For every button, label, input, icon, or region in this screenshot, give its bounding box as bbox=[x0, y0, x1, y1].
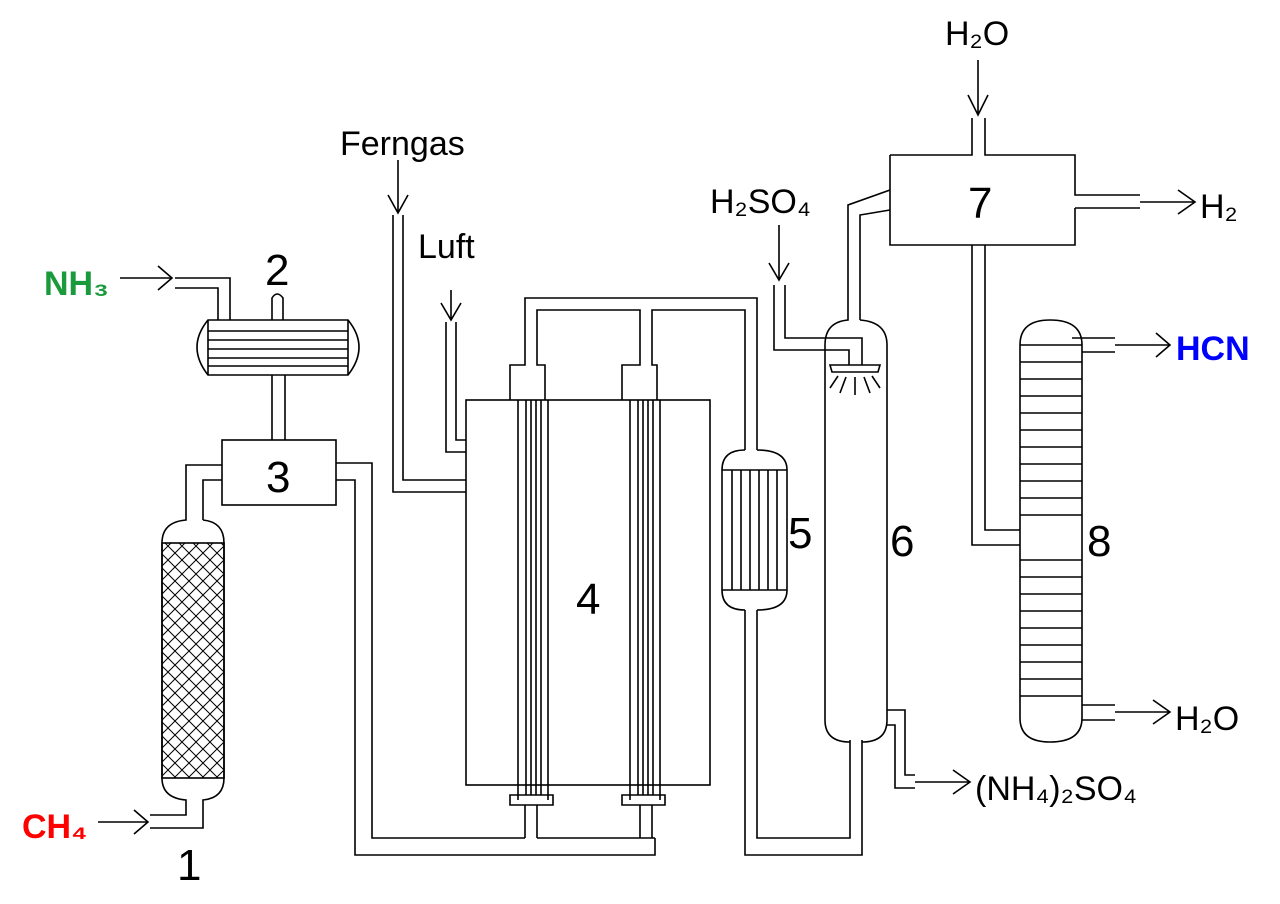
unit-3-mixer bbox=[221, 439, 656, 856]
unit-4-reactor bbox=[392, 215, 758, 838]
label-h2o-out: H₂O bbox=[1175, 700, 1239, 738]
label-nh3: NH₃ bbox=[44, 265, 109, 303]
unit-number-3: 3 bbox=[266, 453, 290, 502]
unit-8-distillation-column bbox=[1019, 319, 1115, 743]
unit-7-separator bbox=[889, 118, 1140, 546]
unit-2-heat-exchanger bbox=[175, 277, 360, 440]
label-h2so4: H₂SO₄ bbox=[710, 183, 811, 221]
unit-5-cooler bbox=[721, 449, 863, 856]
unit-number-7: 7 bbox=[968, 179, 992, 228]
label-h2o-in: H₂O bbox=[945, 15, 1009, 53]
label-hcn: HCN bbox=[1176, 330, 1250, 368]
label-h2: H₂ bbox=[1200, 188, 1238, 226]
unit-number-1: 1 bbox=[177, 841, 201, 890]
unit-number-5: 5 bbox=[788, 509, 812, 558]
unit-number-8: 8 bbox=[1087, 517, 1111, 566]
unit-1-column bbox=[150, 464, 225, 829]
label-ferngas: Ferngas bbox=[340, 125, 465, 163]
label-ammonium-sulfate: (NH₄)₂SO₄ bbox=[975, 770, 1137, 808]
unit-number-4: 4 bbox=[576, 575, 600, 624]
unit-number-6: 6 bbox=[890, 517, 914, 566]
unit-number-2: 2 bbox=[265, 246, 289, 295]
label-luft: Luft bbox=[418, 228, 475, 266]
flow-arrows bbox=[98, 60, 1197, 835]
unit-6-absorber bbox=[773, 189, 915, 789]
label-ch4: CH₄ bbox=[22, 808, 87, 846]
